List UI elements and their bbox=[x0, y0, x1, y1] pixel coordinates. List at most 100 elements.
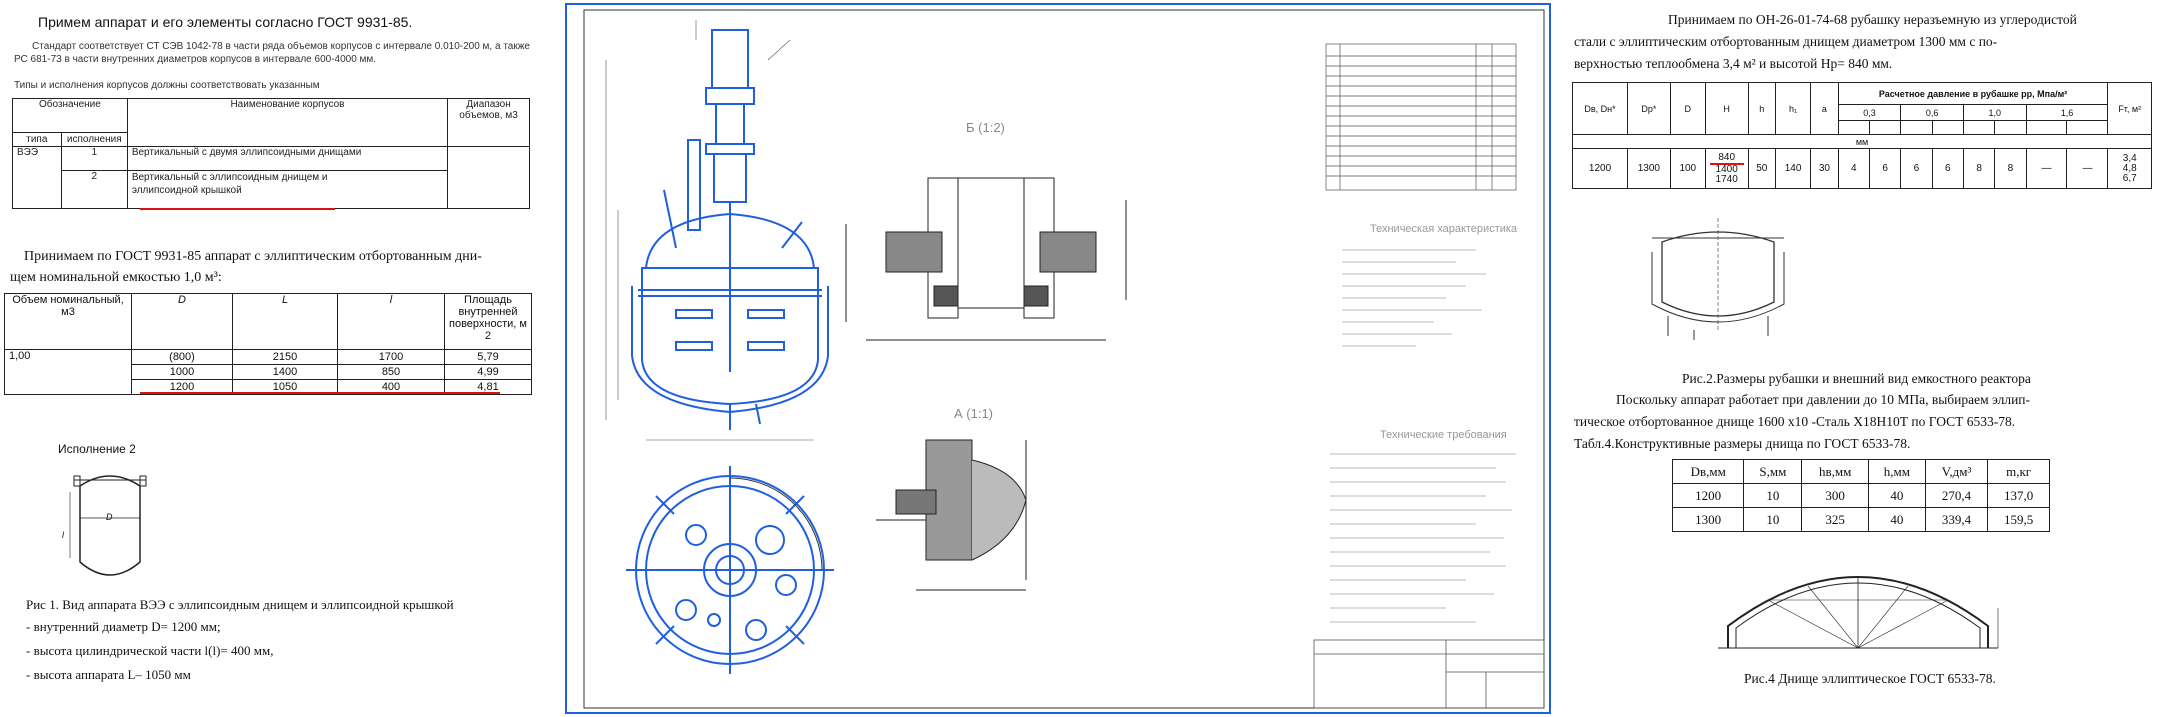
standard-note: Стандарт соответствует СТ СЭВ 1042-78 в … bbox=[14, 41, 530, 65]
tech-req-title: Технические требования bbox=[1380, 429, 1507, 441]
jr-16: — bbox=[2066, 148, 2109, 189]
jacket-sketch bbox=[1651, 218, 1785, 340]
br0-1: 10 bbox=[1743, 483, 1803, 508]
jr-9: 4 bbox=[1837, 148, 1870, 189]
br0-5: 137,0 bbox=[1987, 483, 2050, 508]
jr-3: 840 bbox=[1709, 152, 1744, 165]
type-cell: ВЭЭ bbox=[12, 146, 62, 209]
header-name: Наименование корпусов bbox=[126, 98, 449, 147]
fig4-caption: Рис.4 Днище эллиптическое ГОСТ 6533-78. bbox=[1744, 671, 1996, 686]
header-area: Площадь внутренней поверхности, м 2 bbox=[444, 293, 532, 350]
bh-1: S,мм bbox=[1743, 459, 1803, 484]
para1-b: стали с эллиптическим отбортованным днищ… bbox=[1574, 34, 1998, 49]
br0-4: 270,4 bbox=[1924, 483, 1989, 508]
br1-3: 40 bbox=[1868, 507, 1926, 532]
jh-5: h₁ bbox=[1775, 82, 1812, 135]
fig1-caption: Рис 1. Вид аппарата ВЭЭ с эллипсоидным д… bbox=[26, 597, 454, 612]
bullet-1: - внутренний диаметр D= 1200 мм; bbox=[26, 619, 221, 634]
header-type: типа bbox=[12, 132, 62, 147]
fr-header: Fт, м² bbox=[2107, 82, 2152, 135]
volume-table: Объем номинальный, м3 D L l Площадь внут… bbox=[4, 293, 532, 395]
cell-r0-c1: 2150 bbox=[232, 349, 338, 365]
header-D: D bbox=[131, 293, 233, 350]
bh-3: h,мм bbox=[1868, 459, 1926, 484]
br1-4: 339,4 bbox=[1924, 507, 1989, 532]
header-L: L bbox=[232, 293, 338, 350]
jh-3: H bbox=[1704, 82, 1749, 135]
jr-11: 6 bbox=[1900, 148, 1933, 189]
name-cell-1: Вертикальный с двумя эллипсоидными днища… bbox=[126, 146, 449, 171]
fv-0: 3,4 bbox=[2122, 152, 2137, 164]
p-1: 0,6 bbox=[1900, 104, 1964, 121]
vol-cell: 1,00 bbox=[4, 349, 132, 395]
red-underline-1 bbox=[140, 208, 335, 210]
jh-6: a bbox=[1810, 82, 1839, 135]
technical-drawing: Б (1:2) А (1:1) Техническая характеристи… bbox=[565, 3, 1551, 714]
cell-r0-c3: 5,79 bbox=[444, 349, 532, 365]
jh-4: h bbox=[1747, 82, 1777, 135]
red-underline-2 bbox=[140, 392, 500, 394]
bh-4: V,дм³ bbox=[1924, 459, 1989, 484]
jr-6: 50 bbox=[1747, 148, 1777, 189]
cell-r1-c1: 1400 bbox=[232, 364, 338, 380]
cell-r1-c0: 1000 bbox=[131, 364, 233, 380]
br1-2: 325 bbox=[1801, 507, 1870, 532]
jr-13: 8 bbox=[1962, 148, 1996, 189]
vessel-sketch bbox=[69, 475, 147, 576]
jacket-table: Dв, Dн* Dр* D H h h₁ a Расчетное давлени… bbox=[1571, 82, 2152, 189]
jr-10: 6 bbox=[1868, 148, 1902, 189]
header-exec: исполнения bbox=[60, 132, 128, 147]
p-3: 1,6 bbox=[2025, 104, 2109, 121]
jr-8: 30 bbox=[1810, 148, 1839, 189]
jh-2: D bbox=[1669, 82, 1706, 135]
types-table: Обозначение Наименование корпусов Диапаз… bbox=[12, 98, 530, 209]
fig-l-label: l bbox=[62, 530, 64, 540]
right-document-pane: Принимаем по ОН-26-01-74-68 рубашку нера… bbox=[1568, 0, 2171, 717]
heading: Примем аппарат и его элементы согласно Г… bbox=[38, 14, 413, 30]
header-l: l bbox=[337, 293, 445, 350]
cell-r0-c2: 1700 bbox=[337, 349, 445, 365]
header-designation: Обозначение bbox=[12, 98, 128, 133]
drawing-pane: Б (1:2) А (1:1) Техническая характеристи… bbox=[546, 0, 1568, 717]
p-0: 0,3 bbox=[1837, 104, 1902, 121]
accept-text-1: Принимаем по ГОСТ 9931-85 аппарат с элли… bbox=[24, 249, 482, 264]
jr-5: 1740 bbox=[1715, 173, 1738, 185]
cell-r2-c2: 400 bbox=[337, 379, 445, 395]
cell-r2-c0: 1200 bbox=[131, 379, 233, 395]
jh-1: Dр* bbox=[1627, 82, 1671, 135]
exec-cell-2: 2 bbox=[60, 170, 128, 209]
unit-row: мм bbox=[1572, 134, 2152, 149]
cell-r1-c2: 850 bbox=[337, 364, 445, 380]
para1-c: верхностью теплообмена 3,4 м² и высотой … bbox=[1574, 56, 1893, 71]
exec-cell-1: 1 bbox=[60, 146, 128, 171]
para2-c: Табл.4.Конструктивные размеры днища по Г… bbox=[1574, 436, 1911, 451]
exec-label: Исполнение 2 bbox=[58, 442, 136, 456]
br0-2: 300 bbox=[1801, 483, 1870, 508]
jr-1: 1300 bbox=[1627, 148, 1671, 189]
bullet-2: - высота цилиндрической части l(l)= 400 … bbox=[26, 643, 274, 658]
fv-2: 6,7 bbox=[2122, 172, 2137, 184]
fv-1: 4,8 bbox=[2122, 162, 2137, 174]
jh-0: Dв, Dн* bbox=[1571, 82, 1629, 135]
view-b-label: Б (1:2) bbox=[966, 120, 1005, 135]
fig-D-label: D bbox=[106, 512, 113, 522]
jr-14: 8 bbox=[1994, 148, 2027, 189]
elliptical-bottom-sketch bbox=[1718, 576, 1999, 649]
br1-1: 10 bbox=[1743, 507, 1803, 532]
bullet-3: - высота аппарата L– 1050 мм bbox=[26, 667, 191, 682]
jr-15: — bbox=[2025, 148, 2068, 189]
header-vol: Объем номинальный, м3 bbox=[4, 293, 132, 350]
cell-r0-c0: (800) bbox=[131, 349, 233, 365]
types-note: Типы и исполнения корпусов должны соотве… bbox=[14, 80, 320, 91]
left-document-pane: Примем аппарат и его элементы согласно Г… bbox=[0, 0, 560, 717]
view-a-label: А (1:1) bbox=[954, 406, 993, 421]
name-cell-2a: Вертикальный с эллипсоидным днищем и bbox=[131, 172, 328, 183]
bottom-table: Dв,мм S,мм hв,мм h,мм V,дм³ m,кг 1200 10… bbox=[1671, 459, 2050, 532]
bh-2: hв,мм bbox=[1801, 459, 1870, 484]
para2-b: тическое отбортованное днище 1600 х10 -С… bbox=[1574, 414, 2016, 429]
jr-2: 100 bbox=[1669, 148, 1706, 189]
cell-r1-c3: 4,99 bbox=[444, 364, 532, 380]
tech-spec-title: Техническая характеристика bbox=[1370, 223, 1518, 235]
br0-3: 40 bbox=[1868, 483, 1926, 508]
br1-5: 159,5 bbox=[1987, 507, 2050, 532]
